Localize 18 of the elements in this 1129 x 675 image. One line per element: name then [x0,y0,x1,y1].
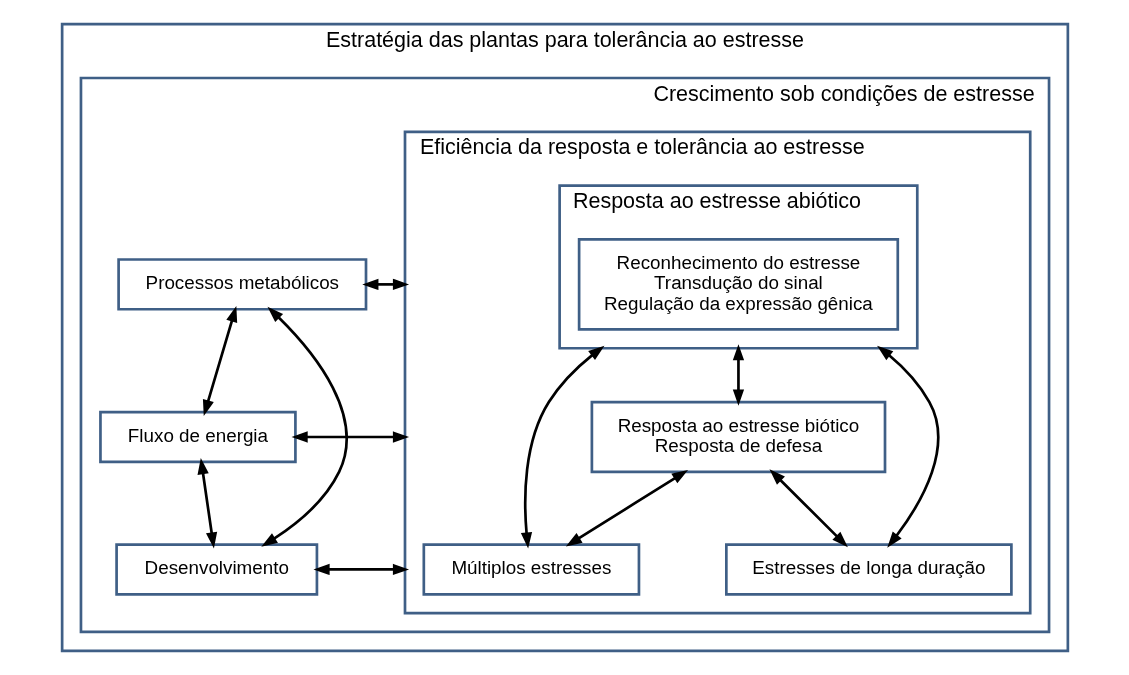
arrow [732,344,744,406]
arrow [202,305,237,417]
arrow [260,306,348,547]
arrow [197,458,217,549]
arrow [291,431,409,443]
arrow [520,345,604,549]
node-box: Desenvolvimento [114,543,318,596]
arrow [769,469,848,548]
node-box: Estresses de longa duração [724,543,1013,596]
node-box: Reconhecimento do estresse Transdução do sinal Regulação da expressão gênica [577,238,899,331]
node-box: Múltiplos estresses [421,543,640,596]
arrow [312,563,409,576]
arrow [876,345,940,548]
node-box: Processos metabólicos [116,258,367,311]
arrow [361,278,409,291]
node-box: Resposta ao estresse biótico Resposta de defesa [590,400,886,474]
arrow [565,469,688,547]
node-box: Fluxo de energia [98,410,297,464]
